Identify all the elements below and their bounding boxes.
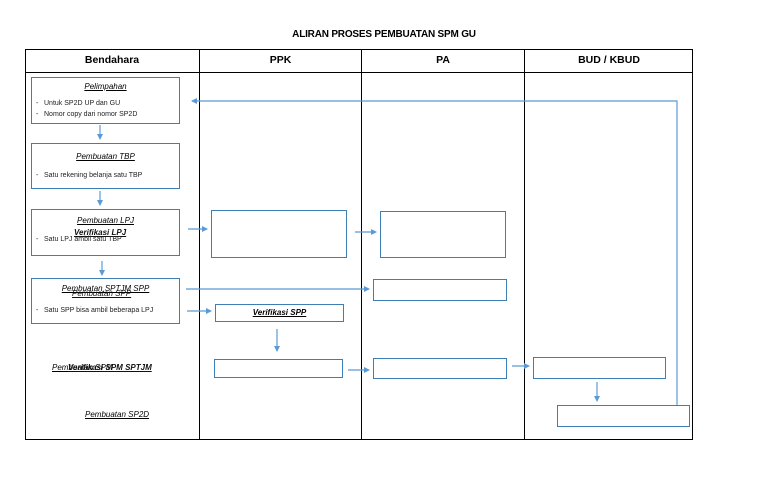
spm-overlap-text: Verifikasi SPM SPTJM <box>68 363 152 372</box>
pelimpahan-line-1: -Untuk SP2D UP dan GU <box>36 100 121 107</box>
lpj-line-1: -Satu LPJ ambil satu TBP <box>36 236 122 243</box>
diagram-title: ALIRAN PROSES PEMBUATAN SPM GU <box>292 29 476 40</box>
pelimpahan-line-2: -Nomor copy dari nomor SP2D <box>36 111 138 118</box>
spp-title: Pembuatan SPTJM SPP <box>61 284 150 293</box>
pa-lpj-box <box>380 211 506 258</box>
lane-header-ppk: PPK <box>269 54 292 66</box>
tbp-box: Pembuatan TBP -Satu rekening belanja sat… <box>31 143 180 189</box>
lane-divider-1 <box>199 49 200 440</box>
pa-spm-box <box>373 358 507 379</box>
pa-spp-box <box>373 279 507 301</box>
lane-header-pa: PA <box>436 54 450 66</box>
lane-divider-2 <box>361 49 362 440</box>
lane-header-bendahara: Bendahara <box>84 54 140 66</box>
spm-label: Pembuatan SPM <box>52 363 113 372</box>
pelimpahan-box: Pelimpahan -Untuk SP2D UP dan GU -Nomor … <box>31 77 180 124</box>
tbp-title: Pembuatan TBP <box>76 152 135 161</box>
bud-sp2d-box <box>557 405 690 427</box>
verifikasi-spp-label: Verifikasi SPP <box>252 308 307 317</box>
spp-box: Pembuatan SPTJM SPP Pembuatan SPP -Satu … <box>31 278 180 324</box>
lpj-title: Pembuatan LPJ <box>77 216 134 225</box>
ppk-verifikasi-lpj-box <box>211 210 347 258</box>
ppk-spm-box <box>214 359 343 378</box>
bud-spm-box <box>533 357 666 379</box>
header-divider <box>25 72 693 73</box>
swimlane-frame <box>25 49 693 440</box>
lpj-box: Pembuatan LPJ Verifikasi LPJ -Satu LPJ a… <box>31 209 180 256</box>
arrow-sp2d-return <box>191 98 678 405</box>
lpj-overlap-text: Verifikasi LPJ <box>74 228 127 237</box>
lane-divider-3 <box>524 49 525 440</box>
ppk-verifikasi-spp-box: Verifikasi SPP <box>215 304 344 322</box>
lane-header-bud: BUD / KBUD <box>578 54 640 66</box>
pelimpahan-title: Pelimpahan <box>84 82 127 91</box>
sp2d-label: Pembuatan SP2D <box>85 410 150 419</box>
spp-overlap-text: Pembuatan SPP <box>72 289 132 298</box>
tbp-line-1: -Satu rekening belanja satu TBP <box>36 172 143 179</box>
spp-line-1: -Satu SPP bisa ambil beberapa LPJ <box>36 307 154 314</box>
